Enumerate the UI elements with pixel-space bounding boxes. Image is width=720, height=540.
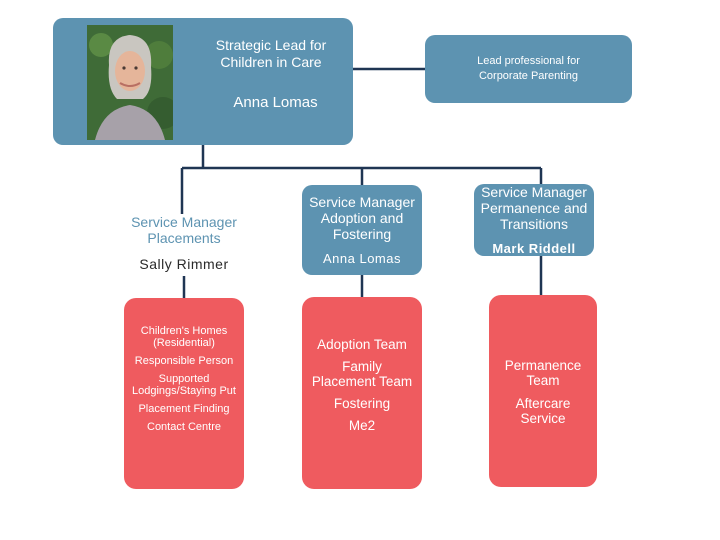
- team-item: Responsible Person: [134, 355, 234, 367]
- manager-adoption-fostering: Service Manager Adoption and Fostering A…: [302, 185, 422, 275]
- team-item: Contact Centre: [147, 421, 221, 433]
- team-box-permanence: Permanence Team Aftercare Service: [489, 295, 597, 487]
- team-item: Family Placement Team: [311, 359, 413, 389]
- lead-title: Strategic Lead for Children in Care: [215, 37, 327, 70]
- corporate-parenting-box: Lead professional for Corporate Parentin…: [425, 35, 632, 103]
- team-item: Me2: [348, 418, 376, 433]
- manager-name: Anna Lomas: [323, 250, 401, 266]
- team-item: Children's Homes (Residential): [140, 325, 228, 349]
- portrait-photo: [87, 25, 173, 140]
- manager-permanence-transitions: Service Manager Permanence and Transitio…: [474, 184, 594, 256]
- team-item: Permanence Team: [504, 358, 582, 388]
- corporate-parenting-label: Lead professional for Corporate Parentin…: [477, 55, 580, 82]
- team-box-adoption-fostering: Adoption Team Family Placement Team Fost…: [302, 297, 422, 489]
- team-item: Placement Finding: [138, 403, 230, 415]
- team-item: Adoption Team: [317, 337, 407, 352]
- team-box-placements: Children's Homes (Residential) Responsib…: [124, 298, 244, 489]
- team-item: Fostering: [333, 396, 391, 411]
- manager-name: Sally Rimmer: [139, 256, 229, 272]
- lead-name: Anna Lomas: [233, 94, 318, 111]
- team-item: Aftercare Service: [515, 396, 571, 426]
- manager-title: Service Manager Permanence and Transitio…: [480, 183, 588, 232]
- manager-name: Mark Riddell: [492, 240, 576, 256]
- manager-placements: Service Manager Placements Sally Rimmer: [117, 214, 251, 274]
- manager-title: Service Manager Adoption and Fostering: [309, 193, 415, 242]
- team-item: Supported Lodgings/Staying Put: [132, 373, 236, 397]
- manager-title: Service Manager Placements: [131, 214, 237, 246]
- strategic-lead-box: Strategic Lead for Children in Care Anna…: [53, 18, 353, 145]
